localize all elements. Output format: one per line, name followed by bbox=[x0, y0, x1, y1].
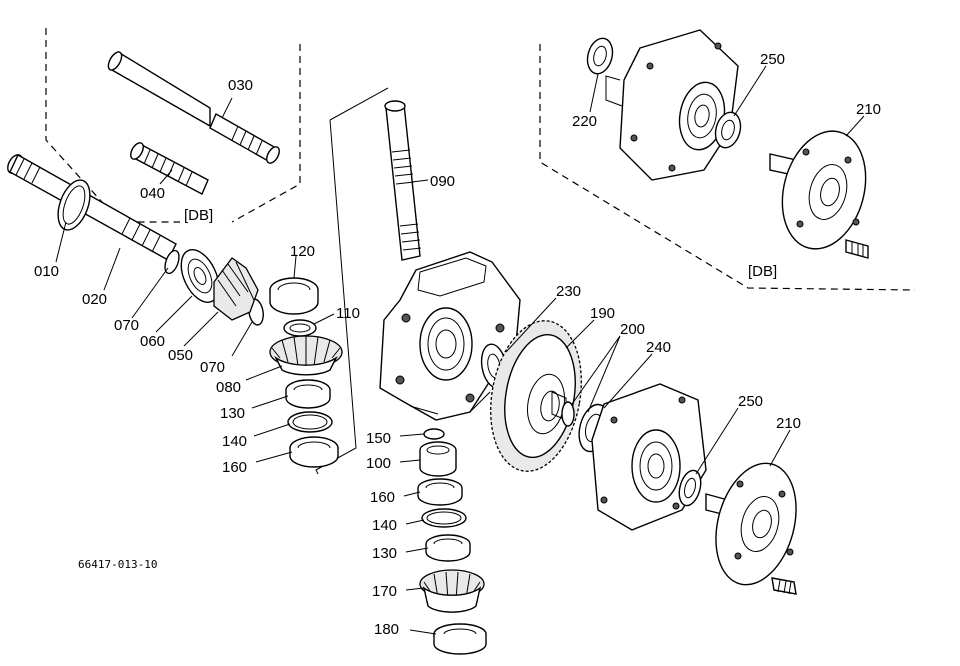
leader-lines bbox=[55, 65, 865, 635]
label-150: 150 bbox=[366, 430, 391, 447]
part-labels: 030 040 010 020 070 060 050 070 120 110 … bbox=[34, 51, 881, 638]
part-220-seal-upper bbox=[586, 37, 614, 75]
part-030-shaft bbox=[107, 50, 280, 164]
db-group-box-right bbox=[539, 44, 916, 291]
part-110-ring bbox=[283, 319, 317, 337]
db-tag-right: [DB] bbox=[748, 263, 777, 280]
label-190: 190 bbox=[590, 305, 615, 322]
db-group-box-left bbox=[45, 28, 301, 223]
part-050-bevel-gear bbox=[213, 257, 259, 321]
part-020-axle bbox=[7, 154, 177, 261]
label-140-center: 140 bbox=[372, 517, 397, 534]
lower-right-axle-housing bbox=[591, 383, 707, 531]
part-100-collar bbox=[419, 441, 457, 477]
label-180: 180 bbox=[374, 621, 399, 638]
part-250-seal-upper bbox=[714, 111, 742, 149]
label-240: 240 bbox=[646, 339, 671, 356]
part-040-shaft bbox=[130, 142, 209, 195]
label-070-upper: 070 bbox=[114, 317, 139, 334]
label-060: 060 bbox=[140, 333, 165, 350]
label-090: 090 bbox=[430, 173, 455, 190]
label-210-upper: 210 bbox=[856, 101, 881, 118]
part-140-ring-left bbox=[287, 411, 333, 433]
label-250-lower: 250 bbox=[738, 393, 763, 410]
label-110: 110 bbox=[336, 305, 360, 322]
part-010-ring bbox=[57, 179, 91, 231]
part-150-ring bbox=[423, 428, 445, 440]
label-230: 230 bbox=[556, 283, 581, 300]
label-010: 010 bbox=[34, 263, 59, 280]
part-160-seal-left bbox=[289, 436, 339, 468]
label-250-upper: 250 bbox=[760, 51, 785, 68]
part-180-bearing bbox=[433, 623, 487, 655]
label-040: 040 bbox=[140, 185, 165, 202]
part-140-ring-center bbox=[421, 508, 467, 528]
label-100: 100 bbox=[366, 455, 391, 472]
label-200: 200 bbox=[620, 321, 645, 338]
label-130-center: 130 bbox=[372, 545, 397, 562]
label-140-left: 140 bbox=[222, 433, 247, 450]
label-030: 030 bbox=[228, 77, 253, 94]
label-170: 170 bbox=[372, 583, 397, 600]
part-210-hub-lower bbox=[705, 462, 797, 595]
part-160-seal-center bbox=[417, 478, 463, 506]
part-210-hub-upper bbox=[769, 130, 869, 259]
part-200-ring bbox=[561, 401, 575, 427]
part-070-circlip-upper bbox=[164, 249, 180, 275]
part-080-bevel-gear bbox=[269, 335, 343, 376]
part-170-bevel-gear bbox=[419, 569, 485, 613]
figure-code: 66417-013-10 bbox=[78, 558, 157, 571]
label-160-left: 160 bbox=[222, 459, 247, 476]
db-tag-left: [DB] bbox=[184, 207, 213, 224]
label-050: 050 bbox=[168, 347, 193, 364]
part-130-bearing-left bbox=[285, 379, 331, 409]
label-160-center: 160 bbox=[370, 489, 395, 506]
label-130-left: 130 bbox=[220, 405, 245, 422]
label-210-lower: 210 bbox=[776, 415, 801, 432]
part-120-bearing bbox=[269, 277, 319, 315]
label-020: 020 bbox=[82, 291, 107, 308]
part-250-seal-lower bbox=[678, 469, 702, 507]
label-220: 220 bbox=[572, 113, 597, 130]
part-090-vertical-shaft bbox=[384, 100, 422, 261]
label-080: 080 bbox=[216, 379, 241, 396]
part-060-bearing bbox=[180, 249, 220, 303]
label-120: 120 bbox=[290, 243, 315, 260]
part-130-bearing-center bbox=[425, 534, 471, 562]
label-070-lower: 070 bbox=[200, 359, 225, 376]
upper-right-axle-housing bbox=[605, 29, 739, 181]
part-190-crown-gear bbox=[490, 320, 582, 472]
